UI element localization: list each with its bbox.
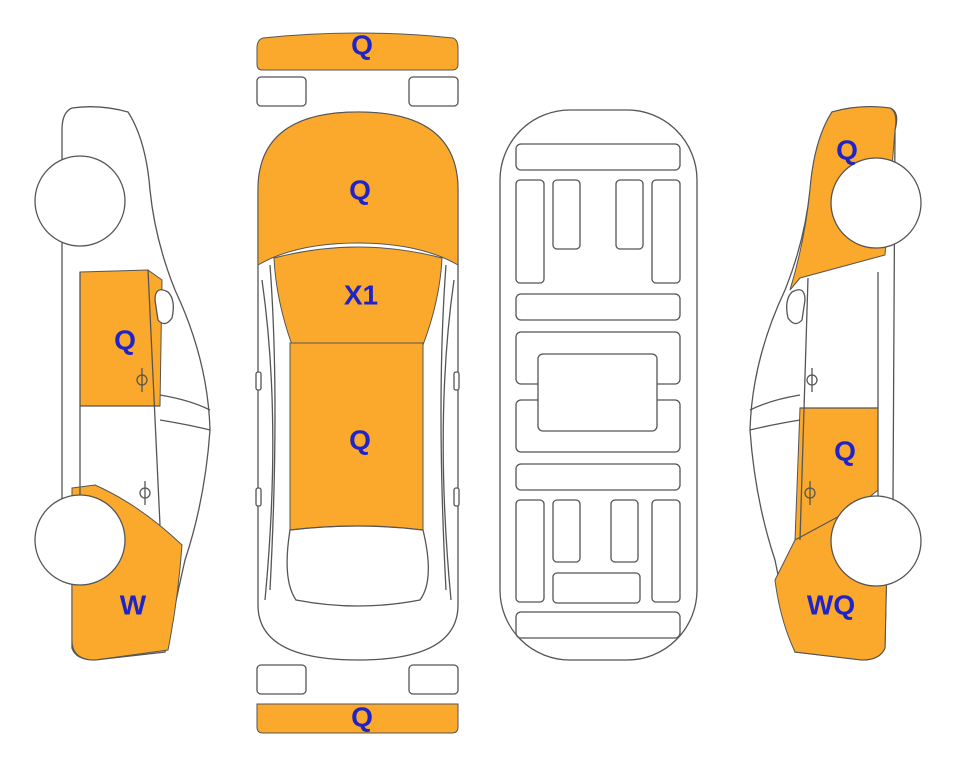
roof-label: Q	[349, 425, 371, 456]
left-window-line	[261, 279, 274, 601]
front-bumper-damage	[256, 32, 459, 71]
left-side-front-wheel	[34, 155, 126, 247]
underside-panel	[515, 611, 681, 639]
right-side-mirror	[786, 289, 806, 325]
right-side-window-line	[749, 419, 801, 431]
underside-panel	[615, 179, 644, 250]
right-window-line	[442, 279, 455, 601]
damage-labels: Q Q X1 Q Q Q W Q Q WQ	[114, 30, 858, 733]
right-side-view	[749, 106, 922, 661]
left-side-window-line	[159, 419, 211, 431]
underside-panel	[552, 499, 581, 563]
underside-panel	[552, 572, 641, 604]
windshield-damage	[273, 246, 443, 346]
left-rear-mirror	[255, 487, 262, 507]
left-mirror	[255, 371, 262, 391]
front-bumper-label: Q	[351, 30, 373, 61]
underside-panel	[515, 293, 681, 321]
underside-panel	[515, 463, 681, 491]
left-side-mirror	[154, 289, 174, 325]
windshield-label: X1	[344, 280, 378, 311]
left-side-window-line	[159, 394, 211, 411]
left-rear-quarter-label: W	[120, 590, 147, 621]
right-side-rear-wheel	[830, 495, 922, 587]
right-side-door-seam	[799, 277, 809, 541]
underside-outline	[499, 109, 698, 661]
underside-panel	[610, 499, 639, 563]
rear-left-taillight	[256, 664, 307, 695]
right-rear-quarter-label: WQ	[807, 590, 855, 621]
left-front-door-label: Q	[114, 325, 136, 356]
left-side-door-seam	[147, 269, 161, 526]
right-pillar-line	[440, 264, 447, 591]
right-rear-door-label: Q	[834, 436, 856, 467]
right-front-fender-label: Q	[836, 135, 858, 166]
right-rear-mirror	[453, 487, 460, 507]
rear-bumper-label: Q	[351, 702, 373, 733]
front-right-headlight	[408, 76, 459, 107]
top-view	[255, 32, 460, 734]
underside-panel	[515, 499, 545, 603]
underside-center-panel	[537, 353, 658, 432]
rear-bumper-damage	[256, 703, 459, 734]
hood-label: Q	[349, 175, 371, 206]
right-mirror	[453, 371, 460, 391]
underside-panel	[651, 499, 681, 603]
left-pillar-line	[269, 264, 276, 591]
left-side-view	[34, 106, 211, 661]
underside-panel	[651, 179, 681, 284]
underside-panel	[552, 179, 581, 250]
underside-view	[499, 109, 698, 661]
hood-damage	[257, 111, 459, 266]
underside-panel	[515, 143, 681, 171]
left-side-rear-wheel	[34, 494, 126, 586]
right-side-front-wheel	[830, 157, 922, 249]
right-side-window-line	[749, 394, 801, 411]
rear-window	[286, 525, 429, 607]
rear-right-taillight	[408, 664, 459, 695]
front-left-headlight	[256, 76, 307, 107]
underside-panel	[515, 179, 545, 284]
